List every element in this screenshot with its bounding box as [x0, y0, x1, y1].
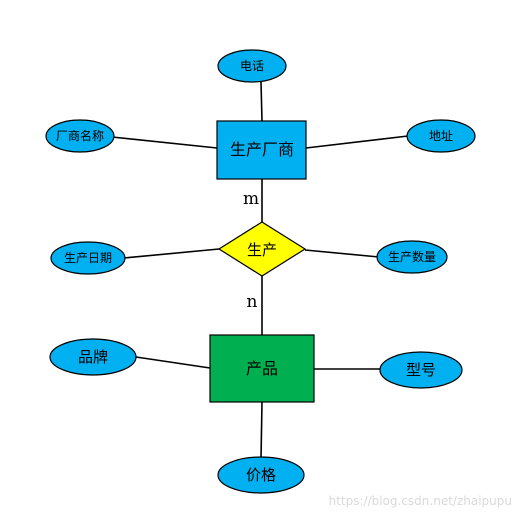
attribute-production-quantity[interactable]: 生产数量 [376, 240, 448, 274]
attribute-address-label: 地址 [429, 129, 453, 143]
entity-product[interactable]: 产品 [209, 334, 315, 403]
entity-product-label: 产品 [246, 359, 278, 378]
relationship-produce-label: 生产 [247, 241, 277, 259]
attribute-production-quantity-label: 生产数量 [388, 249, 436, 264]
attribute-brand-ellipse [49, 338, 137, 376]
link-price-product [260, 401, 263, 460]
attribute-phone-label: 电话 [240, 59, 264, 73]
attribute-production-quantity-ellipse [376, 240, 448, 274]
cardinality-manufacturer-side: m [243, 189, 259, 209]
relationship-produce[interactable]: 生产 [217, 221, 307, 277]
link-production-quantity-relationship [304, 249, 380, 258]
attribute-price-label: 价格 [246, 466, 276, 484]
attribute-price-ellipse [217, 456, 305, 494]
attribute-brand-label: 品牌 [78, 348, 108, 366]
attribute-address-ellipse [406, 119, 476, 153]
attribute-production-date-ellipse [50, 241, 126, 275]
entity-manufacturer-box [216, 120, 307, 180]
link-brand-product [135, 356, 211, 369]
attribute-phone-ellipse [217, 49, 287, 83]
attribute-price[interactable]: 价格 [217, 456, 305, 494]
connectors [111, 81, 409, 460]
entity-product-box [209, 334, 315, 403]
entity-manufacturer-label: 生产厂商 [230, 140, 294, 159]
link-production-date-relationship [123, 248, 220, 259]
attribute-manufacturer-name-label: 厂商名称 [56, 128, 104, 143]
attribute-model-ellipse [379, 351, 463, 389]
attribute-phone[interactable]: 电话 [217, 49, 287, 83]
attribute-manufacturer-name[interactable]: 厂商名称 [45, 119, 115, 153]
entity-manufacturer[interactable]: 生产厂商 [216, 120, 307, 180]
watermark-text: https://blog.csdn.net/zhaipupu [329, 494, 512, 508]
link-phone-manufacturer [260, 81, 263, 122]
attribute-address[interactable]: 地址 [406, 119, 476, 153]
attribute-model-label: 型号 [406, 361, 436, 379]
attribute-production-date[interactable]: 生产日期 [50, 241, 126, 275]
relationship-produce-diamond [217, 221, 307, 277]
cardinality-product-side: n [247, 292, 258, 312]
link-address-manufacturer [305, 135, 409, 149]
attribute-manufacturer-name-ellipse [45, 119, 115, 153]
link-manufacturer-name-manufacturer [111, 136, 218, 149]
attribute-model[interactable]: 型号 [379, 351, 463, 389]
attribute-brand[interactable]: 品牌 [49, 338, 137, 376]
attribute-production-date-label: 生产日期 [64, 251, 112, 265]
